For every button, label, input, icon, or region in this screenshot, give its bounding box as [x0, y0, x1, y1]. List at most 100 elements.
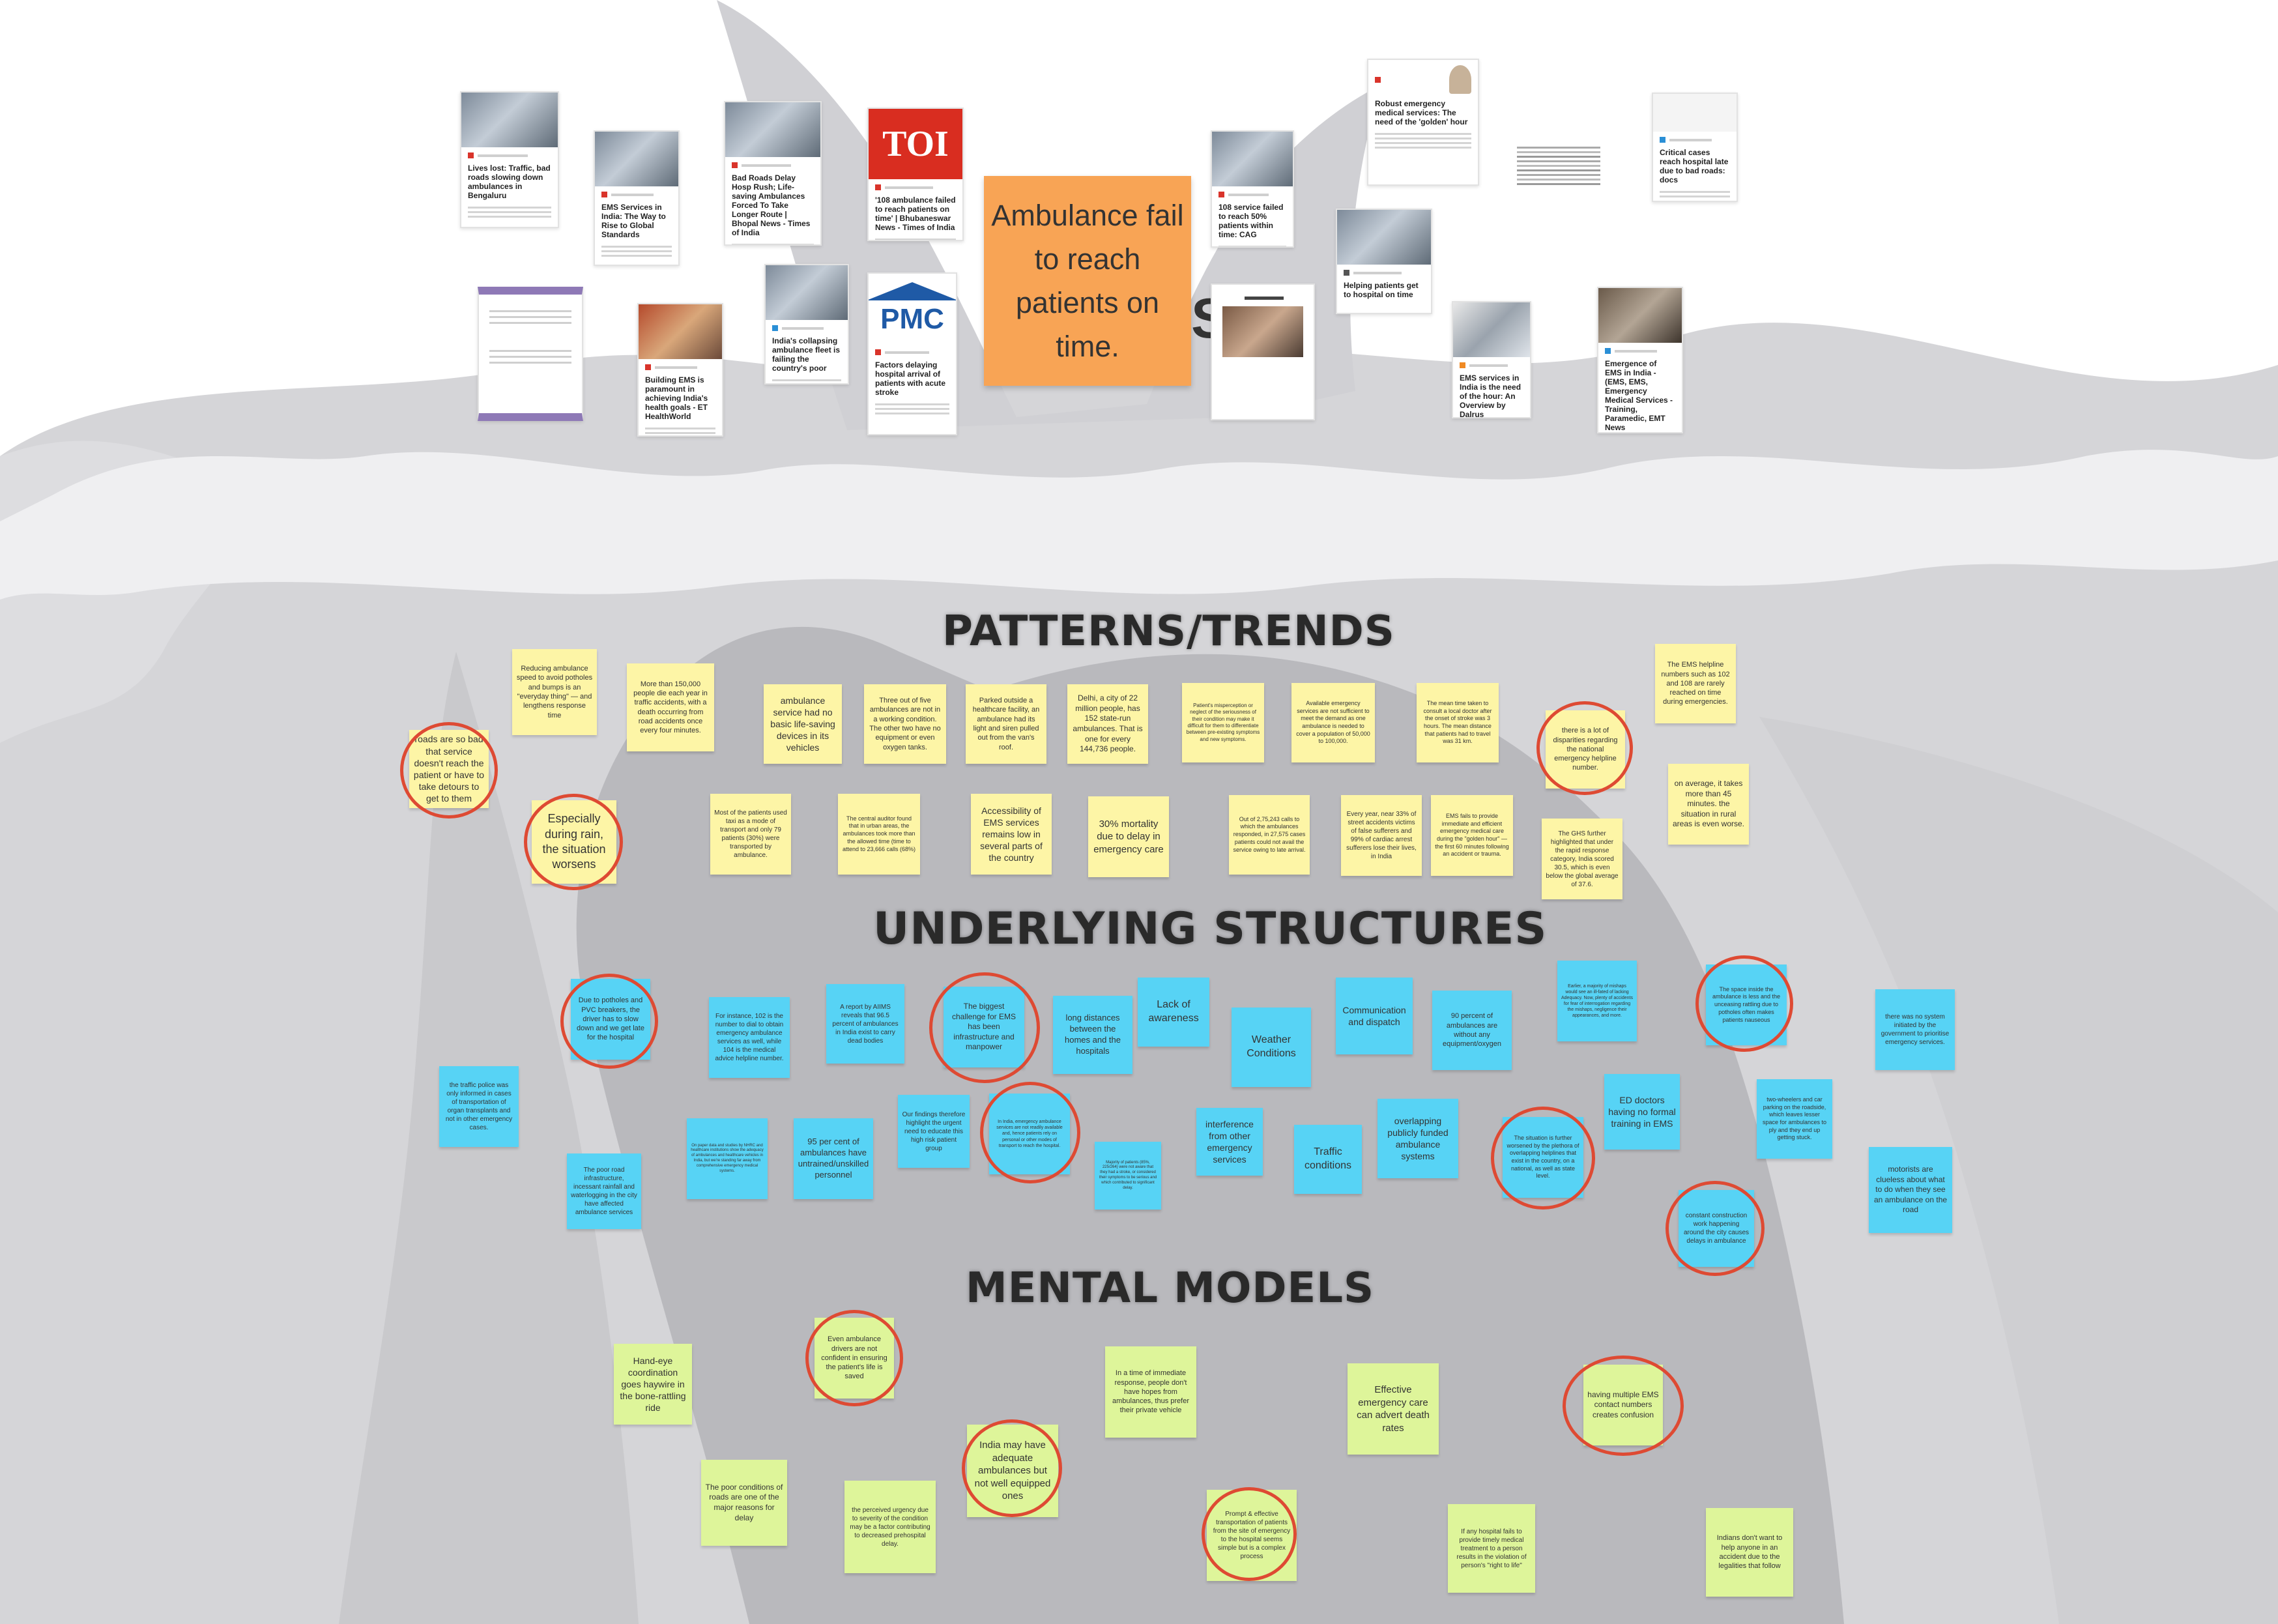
pattern-note[interactable]: Patient's misperception or neglect of th…: [1182, 683, 1264, 762]
article-photo: [1337, 210, 1431, 265]
structure-note[interactable]: interference from other emergency servic…: [1196, 1108, 1263, 1176]
pattern-note[interactable]: Three out of five ambulances are not in …: [864, 684, 946, 764]
mental-model-note[interactable]: In a time of immediate response, people …: [1105, 1346, 1196, 1438]
structure-note[interactable]: Traffic conditions: [1294, 1125, 1362, 1194]
pattern-note[interactable]: Reducing ambulance speed to avoid pothol…: [512, 649, 597, 735]
pattern-note[interactable]: Parked outside a healthcare facility, an…: [966, 684, 1046, 764]
structure-note[interactable]: there was no system initiated by the gov…: [1875, 989, 1955, 1070]
structure-note[interactable]: A report by AIIMS reveals that 96.5 perc…: [826, 984, 904, 1064]
mental-model-note[interactable]: Effective emergency care can advert deat…: [1348, 1363, 1439, 1455]
structure-note[interactable]: Communication and dispatch: [1336, 978, 1413, 1054]
article-photo: [1653, 94, 1737, 132]
pattern-note[interactable]: Accessibility of EMS services remains lo…: [971, 794, 1052, 875]
pattern-note[interactable]: there is a lot of disparities regarding …: [1546, 710, 1625, 789]
structure-note[interactable]: The situation is further worsened by the…: [1503, 1117, 1583, 1198]
source-icon: [875, 184, 881, 190]
article-title: India's collapsing ambulance fleet is fa…: [772, 336, 841, 373]
article-card[interactable]: Building EMS is paramount in achieving I…: [637, 303, 723, 437]
article-title: EMS Services in India: The Way to Rise t…: [601, 203, 666, 239]
scribble-card[interactable]: [1510, 140, 1607, 264]
structure-note[interactable]: motorists are clueless about what to do …: [1869, 1147, 1952, 1233]
structure-note[interactable]: ED doctors having no formal training in …: [1604, 1074, 1680, 1150]
source-icon: [732, 162, 738, 168]
article-title: Lives lost: Traffic, bad roads slowing d…: [468, 164, 551, 200]
article-card[interactable]: EMS services in India is the need of the…: [1452, 301, 1531, 418]
mental-model-note[interactable]: Indians don't want to help anyone in an …: [1706, 1508, 1793, 1597]
pattern-note[interactable]: Delhi, a city of 22 million people, has …: [1067, 684, 1148, 764]
source-icon: [1605, 348, 1611, 354]
mental-model-note[interactable]: Prompt & effective transportation of pat…: [1207, 1490, 1297, 1581]
pattern-note[interactable]: EMS fails to provide immediate and effic…: [1431, 795, 1513, 876]
central-problem-note[interactable]: Ambulance fail to reach patients on time…: [984, 176, 1191, 386]
pattern-note[interactable]: Every year, near 33% of street accidents…: [1341, 795, 1422, 876]
article-card[interactable]: Lives lost: Traffic, bad roads slowing d…: [460, 91, 559, 228]
article-photo: [766, 265, 848, 320]
structure-note[interactable]: 90 percent of ambulances are without any…: [1432, 991, 1512, 1070]
structure-note[interactable]: the traffic police was only informed in …: [439, 1066, 519, 1147]
pattern-note[interactable]: The central auditor found that in urban …: [838, 794, 920, 875]
pattern-note[interactable]: The mean time taken to consult a local d…: [1417, 683, 1499, 762]
pattern-note[interactable]: ambulance service had no basic life-savi…: [764, 684, 842, 764]
structure-note[interactable]: The poor road infrastructure, incessant …: [567, 1153, 641, 1229]
structure-note[interactable]: Earlier, a majority of mishaps would see…: [1557, 961, 1637, 1041]
pattern-note[interactable]: Most of the patients used taxi as a mode…: [710, 794, 791, 875]
article-photo: [1212, 132, 1293, 186]
article-card[interactable]: EMS Services in India: The Way to Rise t…: [594, 130, 680, 266]
source-icon: [645, 364, 651, 370]
pdf-document-card[interactable]: [1211, 283, 1315, 420]
structure-note[interactable]: On paper data and studies by NHRC and he…: [687, 1118, 768, 1199]
structure-note[interactable]: The biggest challenge for EMS has been i…: [944, 987, 1024, 1067]
article-card[interactable]: India's collapsing ambulance fleet is fa…: [764, 264, 849, 384]
article-title: Building EMS is paramount in achieving I…: [645, 375, 708, 421]
article-card[interactable]: TOI'108 ambulance failed to reach patien…: [867, 108, 964, 241]
pattern-note[interactable]: 30% mortality due to delay in emergency …: [1088, 796, 1169, 877]
structure-note[interactable]: overlapping publicly funded ambulance sy…: [1377, 1099, 1458, 1178]
structure-note[interactable]: long distances between the homes and the…: [1053, 996, 1132, 1074]
structure-note[interactable]: two-wheelers and car parking on the road…: [1757, 1079, 1832, 1159]
article-card[interactable]: 108 service failed to reach 50% patients…: [1211, 130, 1294, 248]
source-icon: [1660, 137, 1665, 143]
article-card[interactable]: Emergence of EMS in India - (EMS, EMS, E…: [1597, 287, 1683, 433]
pattern-note[interactable]: Out of 2,75,243 calls to which the ambul…: [1229, 795, 1310, 875]
mental-model-note[interactable]: India may have adequate ambulances but n…: [967, 1425, 1058, 1517]
structure-note[interactable]: Weather Conditions: [1232, 1008, 1311, 1087]
article-card[interactable]: Critical cases reach hospital late due t…: [1652, 93, 1738, 202]
structure-note[interactable]: Majority of patients (85%, 225/264) were…: [1095, 1142, 1161, 1210]
source-icon: [1375, 76, 1381, 83]
mental-model-note[interactable]: If any hospital fails to provide timely …: [1448, 1504, 1535, 1593]
mental-model-note[interactable]: Even ambulance drivers are not confident…: [815, 1318, 894, 1399]
structure-note[interactable]: Lack of awareness: [1138, 978, 1209, 1047]
source-icon: [468, 152, 474, 158]
pattern-note[interactable]: The EMS helpline numbers such as 102 and…: [1655, 644, 1736, 723]
pdf-document-card[interactable]: [478, 287, 583, 421]
pattern-note[interactable]: Especially during rain, the situation wo…: [532, 800, 616, 884]
article-card[interactable]: Robust emergency medical services: The n…: [1367, 59, 1479, 186]
pattern-note[interactable]: The GHS further highlighted that under t…: [1542, 819, 1622, 899]
pattern-note[interactable]: More than 150,000 people die each year i…: [627, 663, 714, 751]
structure-note[interactable]: 95 per cent of ambulances have untrained…: [794, 1118, 873, 1199]
article-title: Bad Roads Delay Hosp Rush; Life-saving A…: [732, 173, 811, 237]
structure-note[interactable]: For instance, 102 is the number to dial …: [709, 997, 790, 1078]
structure-note[interactable]: Our findings therefore highlight the urg…: [898, 1095, 970, 1168]
structure-note[interactable]: Due to potholes and PVC breakers, the dr…: [571, 979, 650, 1060]
mental-model-note[interactable]: Hand-eye coordination goes haywire in th…: [614, 1344, 692, 1425]
document-photo: [1222, 306, 1303, 357]
mental-model-note[interactable]: The poor conditions of roads are one of …: [701, 1460, 787, 1546]
mental-model-note[interactable]: the perceived urgency due to severity of…: [844, 1481, 936, 1573]
article-title: Critical cases reach hospital late due t…: [1660, 148, 1729, 184]
article-title: '108 ambulance failed to reach patients …: [875, 196, 956, 232]
source-icon: [875, 349, 881, 355]
structure-note[interactable]: In India, emergency ambulance services a…: [989, 1094, 1070, 1174]
article-card[interactable]: Helping patients get to hospital on time: [1336, 209, 1432, 314]
structure-note[interactable]: constant construction work happening aro…: [1679, 1190, 1754, 1267]
article-card[interactable]: Bad Roads Delay Hosp Rush; Life-saving A…: [724, 101, 822, 246]
pattern-note[interactable]: roads are so bad that service doesn't re…: [409, 730, 489, 808]
structure-note[interactable]: The space inside the ambulance is less a…: [1706, 964, 1787, 1045]
pattern-note[interactable]: on average, it takes more than 45 minute…: [1668, 764, 1749, 845]
pattern-note[interactable]: Available emergency services are not suf…: [1291, 683, 1375, 762]
mental-model-note[interactable]: having multiple EMS contact numbers crea…: [1583, 1365, 1663, 1445]
article-title: Factors delaying hospital arrival of pat…: [875, 360, 946, 397]
article-title: 108 service failed to reach 50% patients…: [1218, 203, 1284, 239]
article-photo: [639, 304, 722, 359]
